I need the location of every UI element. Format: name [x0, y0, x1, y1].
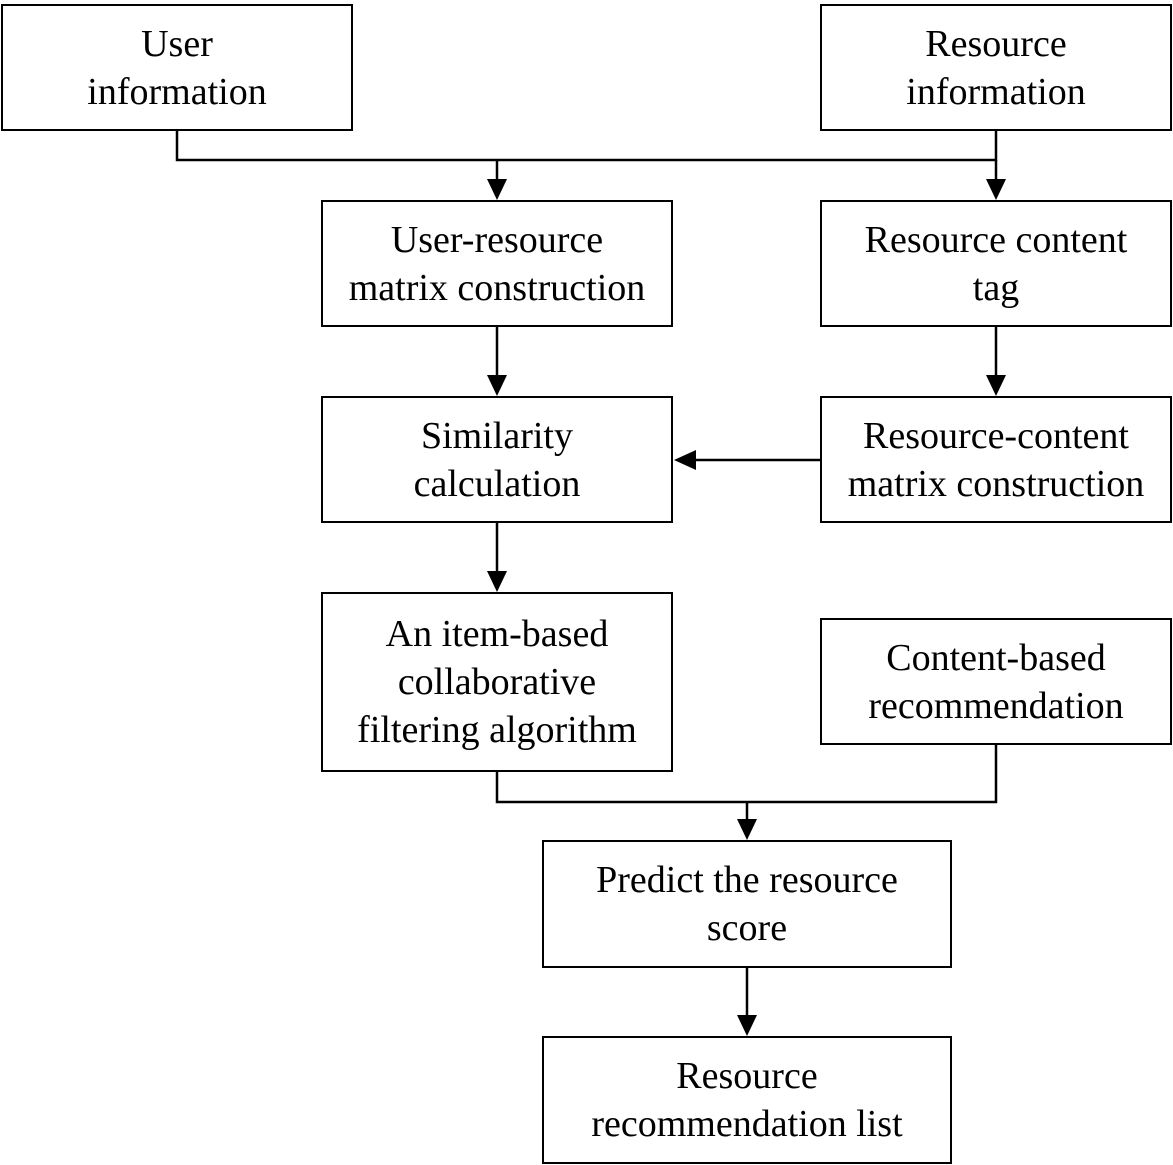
- resource-content-matrix-box: Resource-content matrix construction: [820, 396, 1172, 523]
- item-based-cf-box: An item-based collaborative filtering al…: [321, 592, 673, 772]
- predict-resource-score-box: Predict the resource score: [542, 840, 952, 968]
- user-information-label: User information: [87, 22, 267, 113]
- arrowhead-rec-list: [737, 1015, 757, 1036]
- similarity-calculation-box: Similarity calculation: [321, 396, 673, 523]
- item-based-cf-label: An item-based collaborative filtering al…: [357, 613, 637, 751]
- similarity-calculation-label: Similarity calculation: [413, 414, 581, 505]
- user-information-box: User information: [1, 4, 353, 131]
- resource-recommendation-list-box: Resource recommendation list: [542, 1036, 952, 1164]
- resource-information-label: Resource information: [906, 22, 1086, 113]
- arrowhead-ur-matrix: [487, 179, 507, 200]
- content-based-recommendation-label: Content-based recommendation: [868, 636, 1124, 727]
- resource-content-tag-box: Resource content tag: [820, 200, 1172, 327]
- resource-content-matrix-label: Resource-content matrix construction: [847, 414, 1145, 505]
- user-resource-matrix-box: User-resource matrix construction: [321, 200, 673, 327]
- resource-information-box: Resource information: [820, 4, 1172, 131]
- arrowhead-similarity: [487, 375, 507, 396]
- content-based-recommendation-box: Content-based recommendation: [820, 618, 1172, 745]
- arrowhead-similarity-left: [674, 450, 696, 470]
- connector-user-info-merge: [175, 131, 998, 162]
- resource-recommendation-list-label: Resource recommendation list: [591, 1055, 903, 1145]
- arrowhead-rc-matrix: [986, 375, 1006, 396]
- arrowhead-predict: [737, 819, 757, 840]
- arrowhead-item-cf: [487, 571, 507, 592]
- resource-content-tag-label: Resource content tag: [864, 218, 1128, 309]
- user-resource-matrix-label: User-resource matrix construction: [348, 218, 646, 309]
- predict-resource-score-label: Predict the resource score: [596, 859, 898, 949]
- arrowhead-content-tag: [986, 179, 1006, 200]
